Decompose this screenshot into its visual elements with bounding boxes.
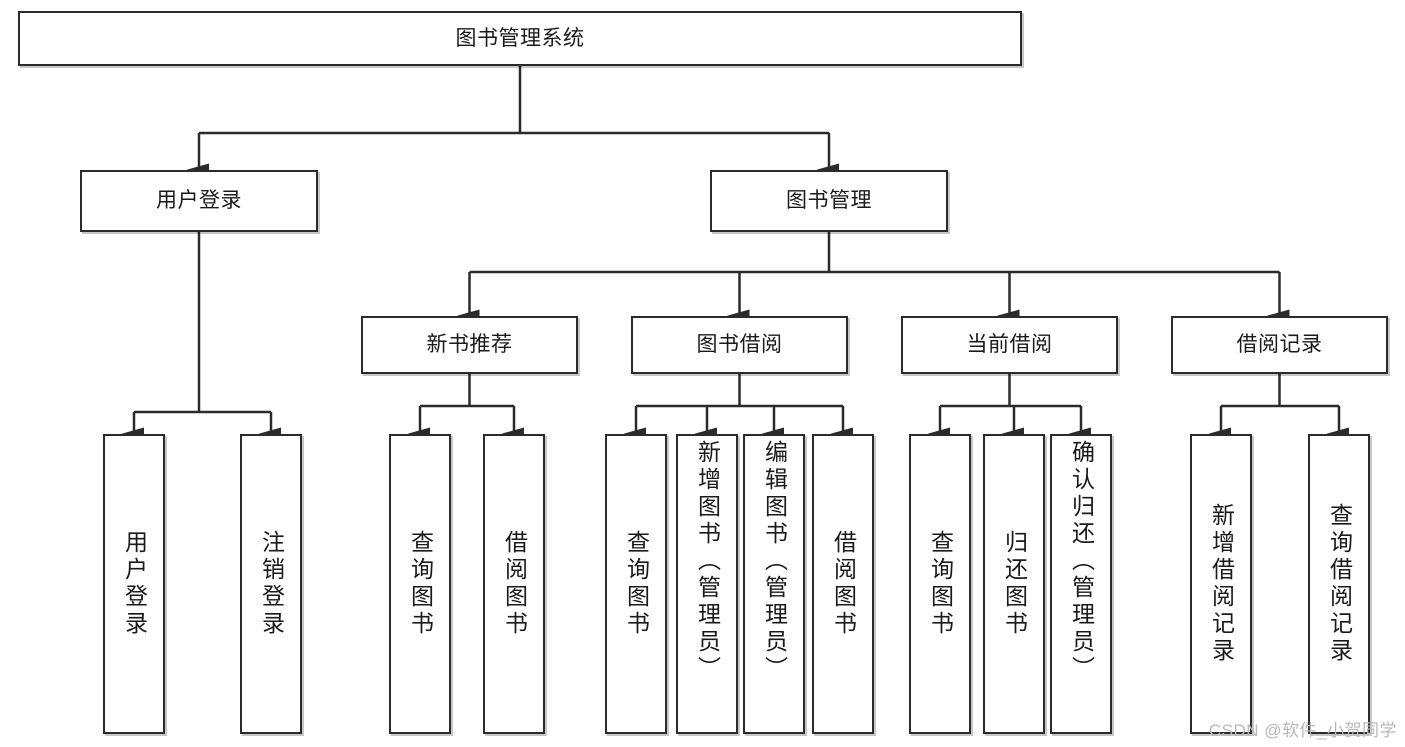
node-label: 新增借阅记录 (1208, 503, 1235, 665)
node-book-borrowing[interactable]: 图书借阅 (631, 316, 848, 374)
node-user-login[interactable]: 用户登录 (80, 170, 318, 232)
node-label: 借阅图书 (830, 530, 857, 638)
node-current-borrowing[interactable]: 当前借阅 (901, 316, 1118, 374)
node-leaf-borrow-book-1[interactable]: 借阅图书 (483, 434, 545, 734)
node-label: 查询图书 (407, 530, 434, 638)
node-label: 用户登录 (156, 189, 242, 213)
node-label: 注销登录 (258, 530, 285, 638)
node-label: 确认归还（管理员） (1068, 440, 1095, 683)
node-label: 查询图书 (927, 530, 954, 638)
node-label: 当前借阅 (966, 333, 1053, 357)
node-new-book-recommendation[interactable]: 新书推荐 (361, 316, 578, 374)
watermark: CSDN @软件_小贺同学 (1208, 721, 1397, 740)
node-leaf-query-book-1[interactable]: 查询图书 (389, 434, 451, 734)
node-borrow-records[interactable]: 借阅记录 (1171, 316, 1388, 374)
node-label: 用户登录 (121, 530, 148, 638)
node-leaf-query-borrow-record[interactable]: 查询借阅记录 (1308, 434, 1370, 734)
node-leaf-logout[interactable]: 注销登录 (240, 434, 302, 734)
node-label: 新书推荐 (426, 333, 513, 357)
node-label: 图书管理系统 (455, 26, 585, 50)
node-book-management[interactable]: 图书管理 (710, 170, 948, 232)
node-label: 图书管理 (786, 189, 872, 213)
node-leaf-return-book[interactable]: 归还图书 (983, 434, 1045, 734)
node-label: 借阅记录 (1236, 333, 1323, 357)
node-leaf-confirm-return-admin[interactable]: 确认归还（管理员） (1050, 434, 1112, 734)
node-leaf-user-login[interactable]: 用户登录 (103, 434, 165, 734)
edge-group (121, 66, 1349, 440)
node-leaf-add-borrow-record[interactable]: 新增借阅记录 (1190, 434, 1252, 734)
node-leaf-query-book-2[interactable]: 查询图书 (605, 434, 667, 734)
node-root-book-management-system[interactable]: 图书管理系统 (18, 11, 1022, 66)
node-label: 新增图书（管理员） (694, 440, 721, 683)
node-label: 编辑图书（管理员） (761, 440, 788, 683)
node-label: 查询借阅记录 (1326, 503, 1353, 665)
node-leaf-query-book-3[interactable]: 查询图书 (909, 434, 971, 734)
node-leaf-edit-book-admin[interactable]: 编辑图书（管理员） (743, 434, 805, 734)
node-label: 查询图书 (623, 530, 650, 638)
node-leaf-borrow-book-2[interactable]: 借阅图书 (812, 434, 874, 734)
node-label: 借阅图书 (501, 530, 528, 638)
node-label: 图书借阅 (696, 333, 783, 357)
node-leaf-add-book-admin[interactable]: 新增图书（管理员） (676, 434, 738, 734)
node-label: 归还图书 (1001, 530, 1028, 638)
